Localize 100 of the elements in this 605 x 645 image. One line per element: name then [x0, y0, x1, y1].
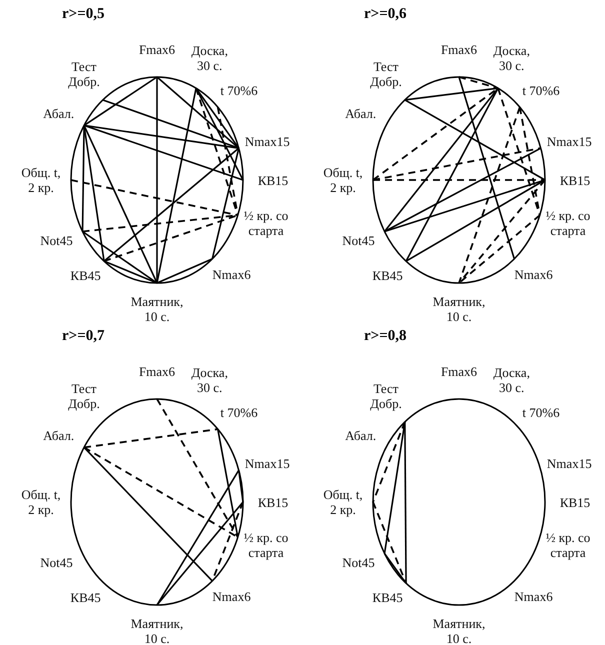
- correlation-line: [372, 147, 541, 181]
- variable-label: Доска, 30 с.: [488, 42, 536, 73]
- variable-label: Тест Добр.: [62, 380, 106, 411]
- variable-label: ½ кр. со старта: [535, 530, 601, 560]
- variable-label: Абал.: [38, 428, 79, 444]
- correlation-line: [156, 77, 158, 283]
- correlation-line: [104, 148, 240, 262]
- variable-label: КВ45: [368, 268, 408, 283]
- correlation-line: [82, 125, 85, 232]
- variable-label: Маятник, 10 с.: [428, 294, 490, 324]
- correlation-line: [156, 398, 239, 538]
- variable-label: Общ. t, 2 кр.: [321, 165, 365, 195]
- variable-label: Nmax6: [208, 588, 256, 604]
- correlation-line: [82, 214, 238, 232]
- variable-label: Общ. t, 2 кр.: [321, 487, 365, 517]
- variable-label: Nmax6: [208, 266, 256, 282]
- variable-label: Доска, 30 с.: [186, 42, 234, 73]
- variable-label: Fmax6: [135, 364, 179, 378]
- variable-label: Абал.: [340, 428, 381, 444]
- correlation-line: [212, 148, 240, 260]
- correlation-line: [82, 230, 158, 284]
- threshold-title: r>=0,6: [364, 6, 407, 23]
- correlation-line: [458, 214, 540, 284]
- variable-label: Not45: [336, 233, 381, 248]
- variable-label: Абал.: [340, 106, 381, 122]
- variable-label: Nmax6: [510, 266, 558, 282]
- variable-label: t 70%6: [214, 404, 264, 420]
- correlation-line: [372, 422, 406, 502]
- variable-label: Nmax6: [510, 588, 558, 604]
- threshold-title: r>=0,7: [62, 328, 105, 345]
- correlation-line: [384, 88, 499, 232]
- variable-label: Доска, 30 с.: [186, 364, 234, 395]
- correlation-line: [84, 428, 218, 448]
- correlation-line: [104, 260, 158, 284]
- correlation-line: [458, 76, 498, 90]
- correlation-line: [84, 124, 239, 149]
- correlation-line: [156, 470, 240, 606]
- correlation-line: [384, 422, 406, 554]
- variable-label: ½ кр. со старта: [233, 208, 299, 238]
- variable-label: Fmax6: [437, 364, 481, 378]
- variable-label: КВ15: [555, 494, 595, 510]
- variable-label: КВ15: [253, 172, 293, 188]
- variable-label: Тест Добр.: [62, 58, 106, 89]
- variable-label: t 70%6: [516, 82, 566, 98]
- correlation-line: [195, 88, 239, 216]
- correlation-line: [405, 88, 499, 262]
- variable-label: Fmax6: [135, 42, 179, 56]
- correlation-line: [404, 99, 546, 181]
- threshold-title: r>=0,5: [62, 6, 105, 23]
- correlation-line: [384, 147, 542, 232]
- variable-label: ½ кр. со старта: [535, 208, 601, 238]
- variable-label: Nmax15: [241, 456, 294, 472]
- correlation-line: [84, 124, 244, 181]
- correlation-line: [458, 76, 516, 260]
- variable-label: t 70%6: [214, 82, 264, 98]
- variable-label: Not45: [34, 555, 79, 570]
- correlation-line: [497, 88, 541, 216]
- correlation-line: [195, 88, 240, 149]
- variable-label: КВ15: [253, 494, 293, 510]
- variable-label: Маятник, 10 с.: [126, 294, 188, 324]
- correlation-line: [102, 99, 240, 149]
- variable-label: Тест Добр.: [364, 58, 408, 89]
- variable-label: Not45: [34, 233, 79, 248]
- correlation-line: [84, 446, 238, 538]
- correlation-line: [238, 470, 244, 502]
- variable-label: Nmax15: [543, 134, 596, 150]
- variable-label: ½ кр. со старта: [233, 530, 299, 560]
- variable-label: КВ15: [555, 172, 595, 188]
- correlation-line: [518, 107, 541, 216]
- correlation-line: [84, 76, 158, 126]
- variable-label: Общ. t, 2 кр.: [19, 165, 63, 195]
- variable-label: КВ45: [368, 590, 408, 605]
- correlation-line: [384, 553, 407, 584]
- correlation-line: [406, 179, 546, 262]
- correlation-line: [373, 179, 545, 181]
- variable-label: Маятник, 10 с.: [428, 616, 490, 645]
- variable-label: t 70%6: [516, 404, 566, 420]
- correlation-line: [404, 87, 498, 101]
- variable-label: Абал.: [38, 106, 79, 122]
- correlation-line: [156, 501, 244, 606]
- correlation-line: [216, 107, 239, 216]
- variable-label: Доска, 30 с.: [488, 364, 536, 395]
- correlation-line: [156, 88, 197, 284]
- variable-label: КВ45: [66, 590, 106, 605]
- variable-label: Nmax15: [241, 134, 294, 150]
- variable-label: Тест Добр.: [364, 380, 408, 411]
- correlation-line: [211, 502, 244, 582]
- correlation-line: [458, 179, 546, 284]
- variable-label: КВ45: [66, 268, 106, 283]
- correlation-line: [156, 258, 213, 284]
- correlation-line: [217, 429, 239, 538]
- correlation-line: [372, 502, 407, 584]
- variable-label: Маятник, 10 с.: [126, 616, 188, 645]
- correlation-line: [84, 446, 213, 582]
- correlation-line: [195, 88, 244, 180]
- variable-label: Not45: [336, 555, 381, 570]
- correlation-line: [70, 179, 238, 216]
- correlation-line: [83, 125, 105, 262]
- correlation-line: [83, 125, 158, 284]
- threshold-title: r>=0,8: [364, 328, 407, 345]
